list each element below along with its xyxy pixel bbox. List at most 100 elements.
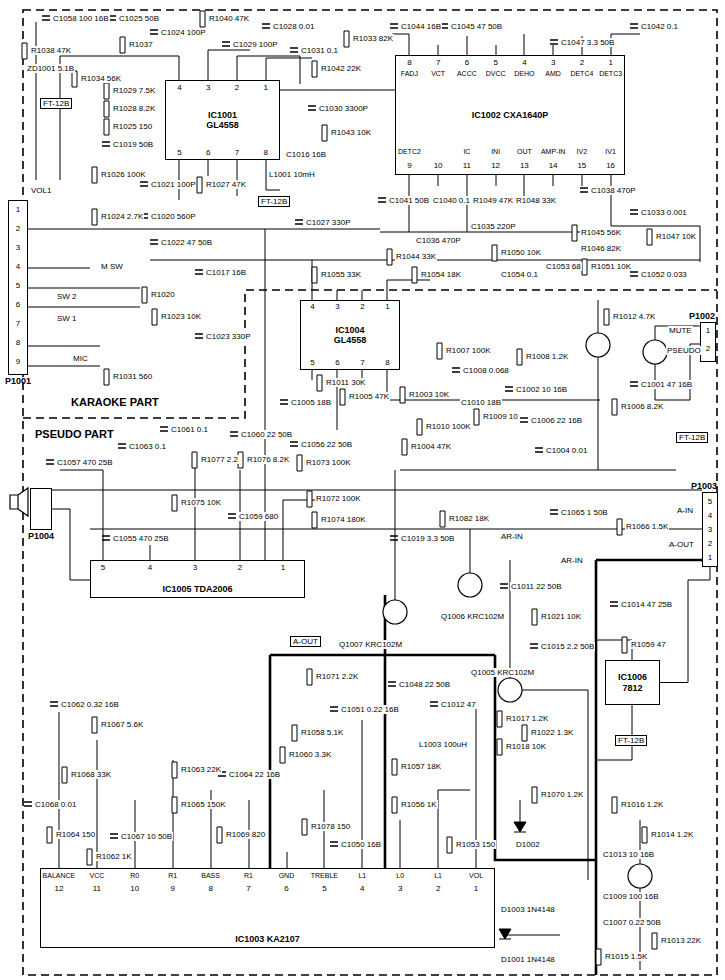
pin-number: 7 <box>234 148 240 157</box>
part-name: IC1001 <box>208 110 237 120</box>
component-label: R1071 2.2K <box>315 672 359 681</box>
component-label: R1076 8.2K <box>246 455 290 464</box>
dashed-region-border <box>23 10 717 975</box>
pin-name: INI <box>490 148 501 156</box>
pin-number: 2 <box>359 302 365 311</box>
component-label: R1005 47K <box>348 392 390 401</box>
part-name: P1001 <box>5 376 31 386</box>
part-name: GL4558 <box>334 335 367 345</box>
pin-number: 13 <box>519 161 530 170</box>
pin-number: 1 <box>280 563 286 572</box>
component-label: R1021 10K <box>540 612 582 621</box>
component-label: R1033 82K <box>352 34 394 43</box>
pin-name: DETC4 <box>569 70 594 78</box>
component-label: R1055 33K <box>320 270 362 279</box>
component-label: C1029 100P <box>232 40 278 49</box>
pin-name: VOL <box>468 872 484 880</box>
pin-number: 1 <box>473 884 479 893</box>
part-name: IC1002 CXA1640P <box>472 110 549 120</box>
signal-tag: FT-12B <box>676 432 708 443</box>
component-label: ZD1001 5.1B <box>26 64 75 73</box>
component-label: R1060 3.3K <box>288 750 332 759</box>
pin-name: DETC3 <box>598 70 623 78</box>
component-label: R1077 2.2 <box>200 455 239 464</box>
pin-name: L1 <box>357 872 367 880</box>
pin-name: L1 <box>433 872 443 880</box>
component-label: R1047 10K <box>655 232 697 241</box>
wire <box>28 22 702 970</box>
component-label: C1064 22 16B <box>228 770 281 779</box>
component-label: R1013 22K <box>660 936 702 945</box>
component-label: D1001 1N4148 <box>500 955 556 964</box>
pin-number: 2 <box>705 344 711 353</box>
component-label: VOL1 <box>30 186 52 195</box>
component-label: R1048 33K <box>515 196 557 205</box>
part-name: P1003 <box>691 481 717 491</box>
component-label: C1001 47 16B <box>640 380 693 389</box>
pin-number: 4 <box>359 884 365 893</box>
component-label: C1011 22 50B <box>510 582 563 591</box>
component-label: R1045 56K <box>580 228 622 237</box>
component-label: R1022 1.3K <box>530 728 574 737</box>
pin-number: 8 <box>15 338 21 347</box>
part-name: IC1006 <box>618 672 647 682</box>
pin-number: 7 <box>435 58 441 67</box>
component-label: C1007 0.22 50B <box>602 918 662 927</box>
component-label: R1016 1.2K <box>620 800 664 809</box>
pin-name: OUT <box>516 148 533 156</box>
component-label: R1034 56K <box>80 74 122 83</box>
pin-number: 8 <box>207 884 213 893</box>
component-label: C1009 100 16B <box>602 892 660 901</box>
pin-number: 9 <box>15 357 21 366</box>
signal-tag: A-OUT <box>290 636 321 647</box>
pin-name: IV2 <box>576 148 589 156</box>
resistor-symbol <box>22 11 657 965</box>
component-label: R1068 33K <box>70 770 112 779</box>
pin-number: 1 <box>707 553 713 562</box>
component-label: D1003 1N4148 <box>500 905 556 914</box>
wire-connector <box>52 509 90 580</box>
component-label: C1068 0.01 <box>34 800 77 809</box>
pin-number: 3 <box>334 302 340 311</box>
pin-name: R1 <box>243 872 254 880</box>
ic-box: IC10067812 <box>605 660 660 705</box>
pin-number: 6 <box>334 358 340 367</box>
component-label: C1038 470P <box>590 186 636 195</box>
component-label: R1025 150 <box>112 122 153 131</box>
pin-name: R1 <box>167 872 178 880</box>
component-label: R1078 150 <box>310 822 351 831</box>
component-label: R1006 8.2K <box>620 402 664 411</box>
component-label: C1035 220P <box>470 222 516 231</box>
component-label: C1025 50B <box>118 14 160 23</box>
component-label: R1072 100K <box>315 494 361 503</box>
part-name: P1004 <box>28 531 54 541</box>
pin-name: AMD <box>544 70 562 78</box>
component-label: R1069 820 <box>225 830 266 839</box>
component-label: C1056 22 50B <box>300 440 353 449</box>
component-label: Q1006 KRC102M <box>440 612 505 621</box>
pin-number: 7 <box>359 358 365 367</box>
component-label: R1063 22K <box>180 765 222 774</box>
component-label: C1013 10 16B <box>602 850 655 859</box>
component-label: C1060 22 50B <box>240 430 293 439</box>
pin-number: 5 <box>321 884 327 893</box>
component-label: SW 1 <box>56 314 78 323</box>
component-label: C1021 100P <box>150 180 196 189</box>
component-label: R1062 1K <box>95 852 133 861</box>
part-name: IC1005 TDA2006 <box>162 584 232 594</box>
component-label: R1023 10K <box>160 312 202 321</box>
pin-name: IC <box>462 148 471 156</box>
pin-number: 2 <box>707 539 713 548</box>
component-label: C1024 100P <box>160 28 206 37</box>
component-label: C1012 47 <box>440 700 477 709</box>
component-label: C1054 0.1 <box>500 270 539 279</box>
component-label: R1020 <box>150 290 176 299</box>
component-label: R1024 2.7K <box>100 212 144 221</box>
component-label: C1063 0.1 <box>128 442 167 451</box>
component-label: R1008 1.2K <box>525 352 569 361</box>
component-label: R1058 5.1K <box>300 728 344 737</box>
component-label: PSEUDO <box>666 346 702 355</box>
component-label: R1011 30K <box>325 378 366 387</box>
pin-number: 16 <box>605 161 616 170</box>
component-label: R1010 100K <box>425 422 471 431</box>
